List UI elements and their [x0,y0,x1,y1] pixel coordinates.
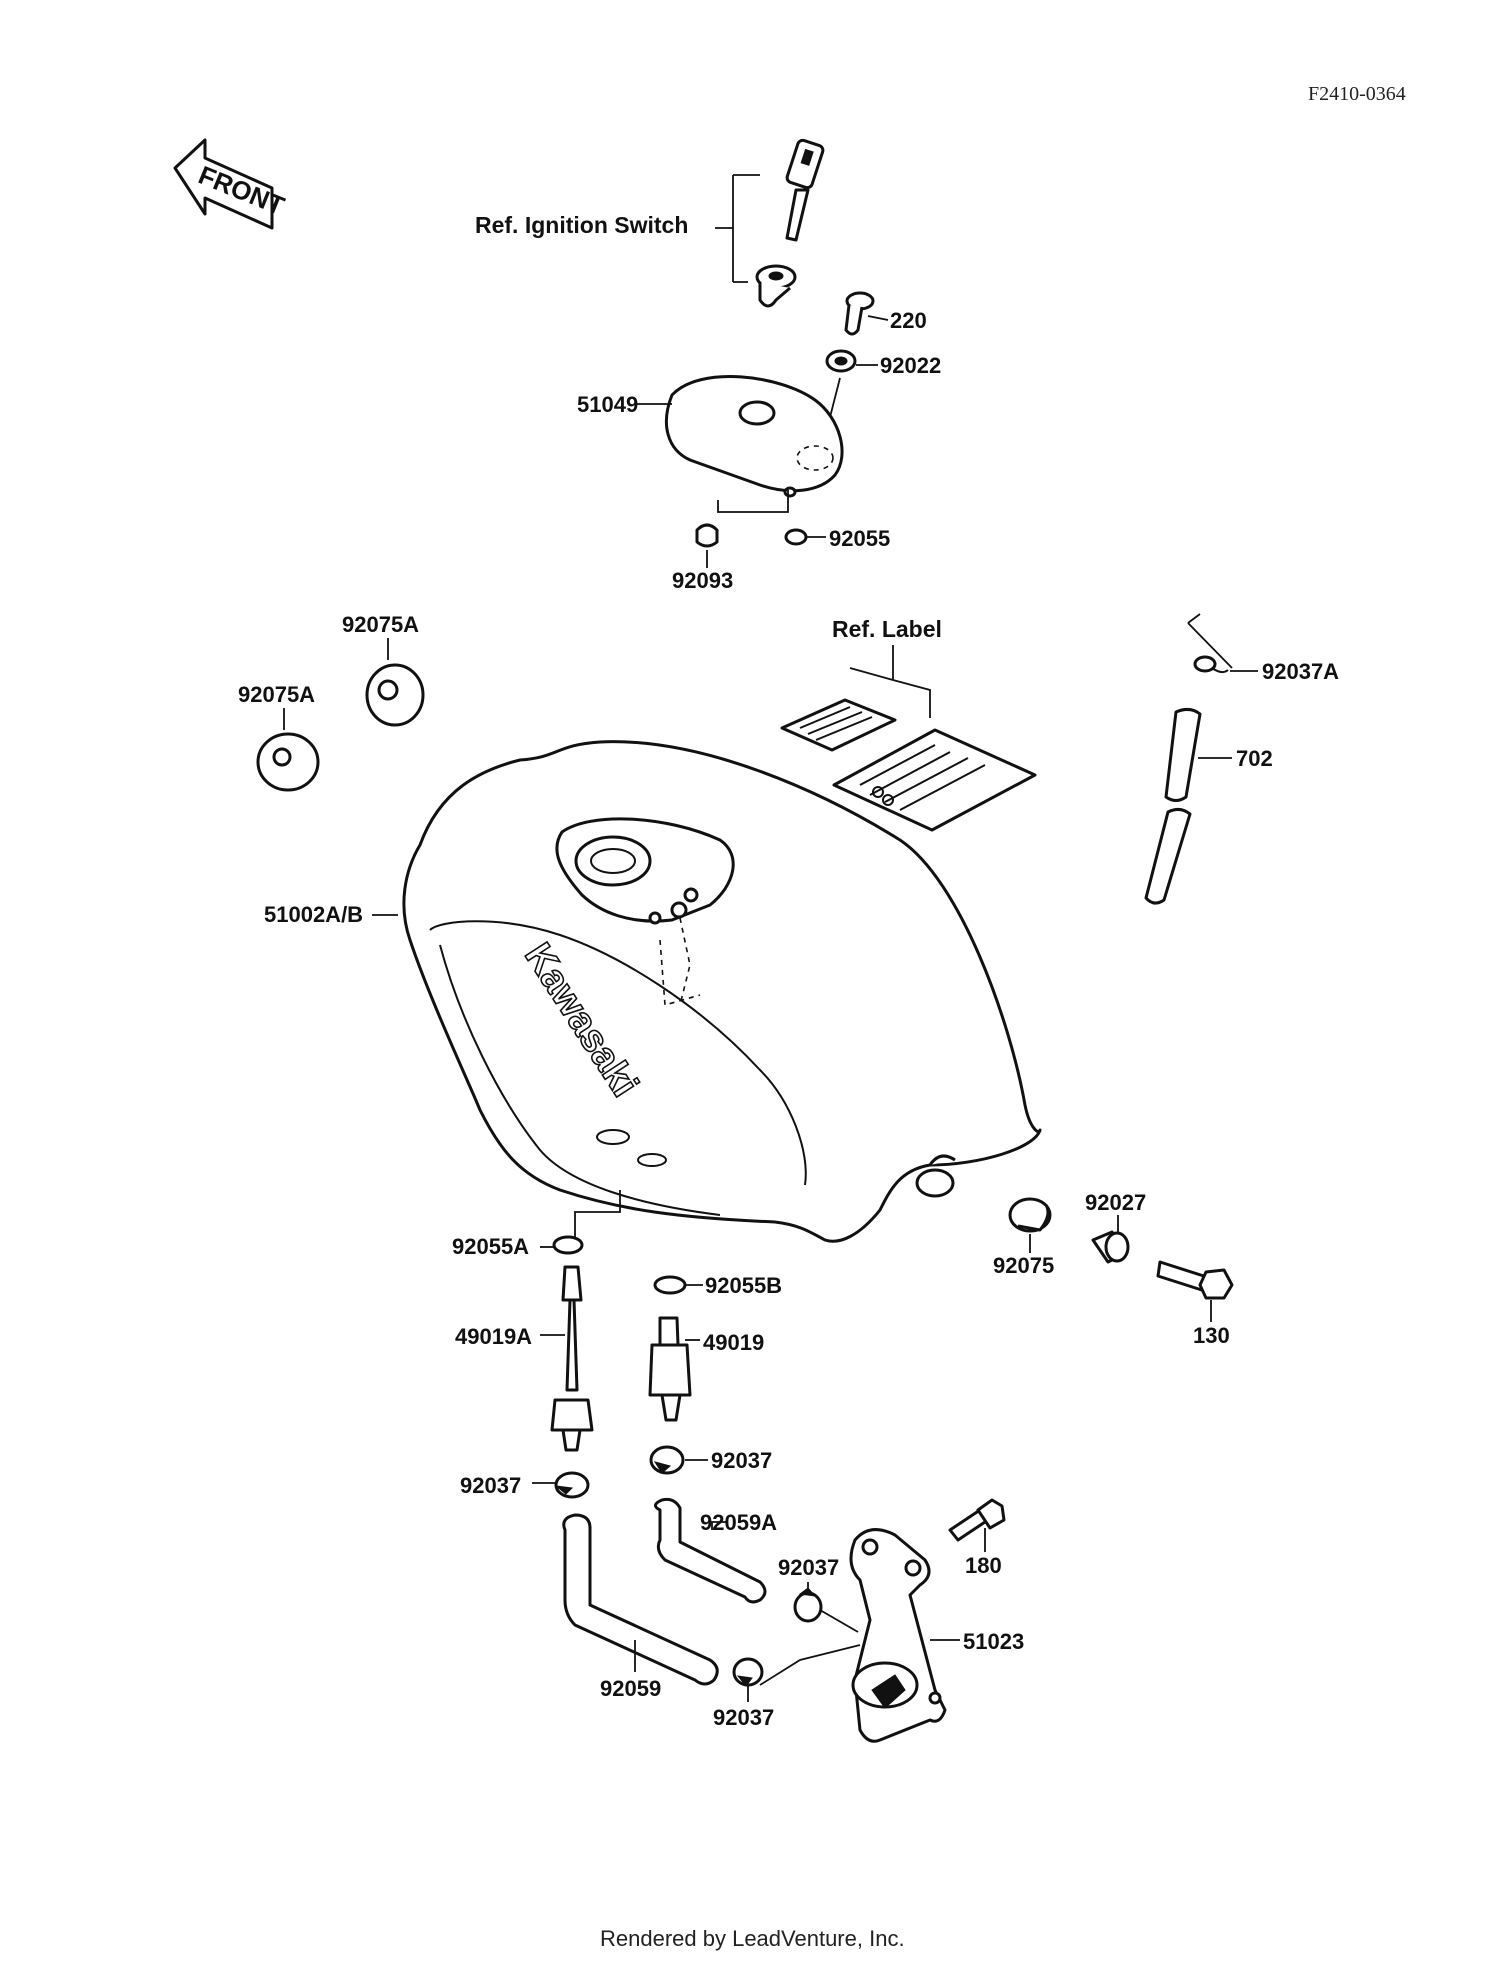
part-92037-bottom-label: 92037 [713,1705,774,1730]
bolt-180-icon [948,1498,1006,1542]
hose-702-lower-icon [1144,807,1192,905]
part-92055B-label: 92055B [705,1273,782,1298]
fuel-tap-49019-icon [648,1316,692,1422]
part-92037-right-label: 92037 [711,1448,772,1473]
ignition-key-icon [785,138,825,242]
leader-tank-bracket [574,1190,621,1245]
part-92027-label: 92027 [1085,1190,1146,1215]
figure-code: F2410-0364 [1308,83,1406,105]
ref-label-label: Ref. Label [832,616,942,642]
part-92022-label: 92022 [880,353,941,378]
part-51049-label: 51049 [577,392,638,417]
hose-92059-icon [562,1513,719,1686]
part-130-label: 130 [1193,1323,1230,1348]
warning-label-large-icon [832,728,1037,832]
damper-92075A-left-icon [256,732,320,792]
oring-92055A-icon [552,1235,584,1255]
damper-92075A-top-icon [365,663,425,727]
part-92093-label: 92093 [672,568,733,593]
part-92059-label: 92059 [600,1676,661,1701]
leader-92022 [827,364,878,426]
clamp-92037-right-icon [649,1445,685,1475]
leader-92059A [711,1521,728,1530]
leader-92093 [706,490,789,568]
bolt-130-icon [1156,1260,1234,1300]
oring-92055B-icon [653,1275,687,1295]
ignition-lock-cylinder-icon [755,264,797,308]
fuel-tap-49019A-icon [550,1265,594,1452]
clamp-92037-left-icon [554,1471,590,1499]
part-92055A-label: 92055A [452,1234,529,1259]
fuel-tank-icon [402,740,1042,1243]
ref-label-leader [849,645,931,718]
hose-92059A-icon [654,1497,767,1604]
washer-92055-icon [784,528,808,546]
clamp-92037-bottom-icon [732,1657,764,1687]
hose-702-upper-icon [1164,707,1202,802]
part-49019-label: 49019 [703,1330,764,1355]
part-92075-label: 92075 [993,1253,1054,1278]
ignition-switch-bracket [715,174,760,283]
part-92055-label: 92055 [829,526,890,551]
part-51023-label: 51023 [963,1629,1024,1654]
part-220-label: 220 [890,308,927,333]
footer-credit: Rendered by LeadVenture, Inc. [600,1926,905,1951]
part-180-label: 180 [965,1553,1002,1578]
fuel-cock-51023-icon [849,1528,947,1743]
part-92059A-label: 92059A [700,1510,777,1535]
leader-220 [867,315,889,321]
damper-92075-icon [1008,1197,1052,1233]
clamp-92037-middle-icon [793,1587,823,1623]
part-92037A-label: 92037A [1262,659,1339,684]
part-92075A-top-label: 92075A [342,612,419,637]
part-49019A-label: 49019A [455,1324,532,1349]
warning-label-small-icon [780,698,897,752]
tank-cap-cover-icon [664,375,844,498]
part-92075A-left-label: 92075A [238,682,315,707]
front-arrow-icon: FRONT [173,138,289,230]
leader-92037A-bracket [1187,613,1233,669]
part-702-label: 702 [1236,746,1273,771]
clip-92037A-icon [1193,655,1229,674]
grommet-92022-hole [834,356,848,366]
part-92037-left-label: 92037 [460,1473,521,1498]
collar-92027-icon [1091,1230,1130,1264]
bolt-220-icon [844,291,875,336]
nut-92093-icon [695,523,719,548]
part-51002-label: 51002A/B [264,902,363,927]
leader-fuel-cock-links [759,1609,861,1686]
ref-ignition-switch-label: Ref. Ignition Switch [475,212,688,238]
part-92037-middle-label: 92037 [778,1555,839,1580]
